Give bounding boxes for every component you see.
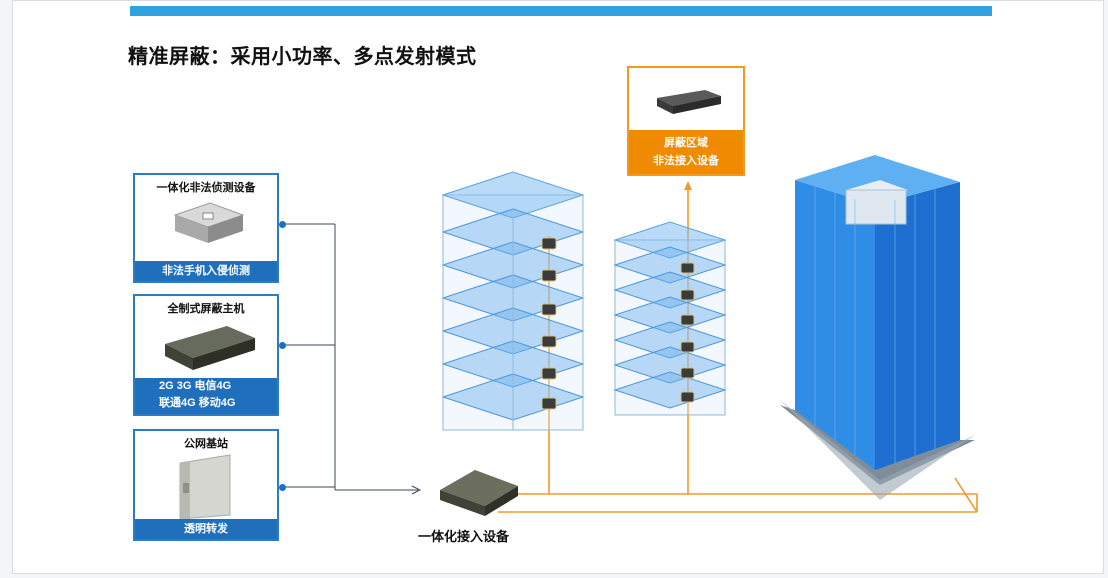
shield-device-icon	[657, 90, 721, 114]
detector-connector-dot	[279, 221, 286, 228]
detector-footer: 非法手机入侵侦测	[135, 261, 277, 281]
station-device-icon	[179, 454, 231, 520]
panel-connectors	[282, 223, 418, 491]
host-title: 全制式屏蔽主机	[167, 303, 245, 315]
access-device-label: 一体化接入设备	[418, 529, 510, 544]
host-footer-line-1: 2G 3G 电信4G	[159, 380, 232, 392]
page-title: 精准屏蔽：采用小功率、多点发射模式	[128, 46, 477, 68]
building-tower	[780, 155, 975, 500]
shield-area-box: 屏蔽区域 非法接入设备	[627, 66, 745, 176]
connector-arrowhead	[411, 485, 422, 495]
building-left	[441, 171, 585, 431]
detector-panel: 一体化非法侦测设备 非法手机入侵侦测	[133, 173, 279, 283]
orange-arrowhead	[684, 181, 692, 190]
host-footer-line-2: 联通4G 移动4G	[159, 397, 236, 409]
shield-area-footer: 屏蔽区域 非法接入设备	[629, 130, 743, 174]
station-panel: 公网基站 透明转发	[133, 429, 279, 541]
building-middle	[613, 221, 727, 416]
access-device-box	[440, 470, 518, 516]
station-title: 公网基站	[184, 438, 228, 450]
host-footer: 2G 3G 电信4G 联通4G 移动4G	[135, 378, 277, 414]
station-connector-dot	[279, 484, 286, 491]
detector-device-icon	[173, 202, 245, 243]
top-accent-bar	[130, 6, 992, 16]
detector-title: 一体化非法侦测设备	[156, 182, 256, 194]
shield-area-line-2: 非法接入设备	[653, 155, 719, 167]
host-device-icon	[165, 326, 255, 370]
host-panel: 全制式屏蔽主机 2G 3G 电信4G 联通4G 移动4G	[133, 294, 279, 416]
station-footer: 透明转发	[135, 519, 277, 539]
shield-area-line-1: 屏蔽区域	[664, 137, 708, 149]
host-connector-dot	[279, 342, 286, 349]
